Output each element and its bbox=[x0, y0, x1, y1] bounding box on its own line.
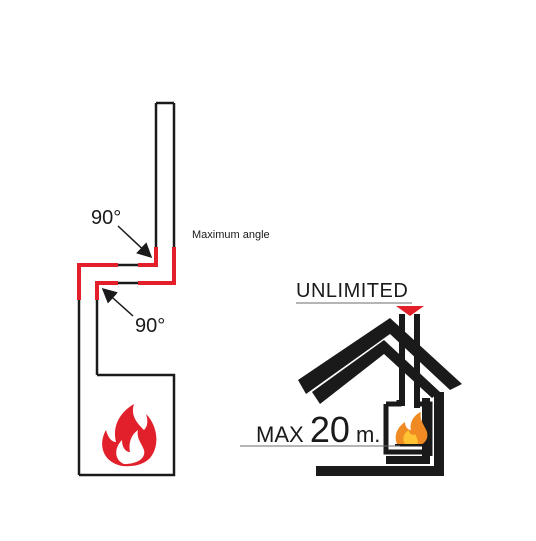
inner-stove bbox=[383, 400, 433, 456]
max-prefix: MAX bbox=[256, 422, 304, 447]
chimney-cap bbox=[396, 306, 424, 316]
angle-label-bottom: 90° bbox=[135, 315, 166, 337]
wall-outer bbox=[434, 392, 444, 476]
elbow-bottom bbox=[77, 263, 118, 300]
roof-outer bbox=[298, 318, 462, 394]
chimney-wall-right bbox=[414, 314, 420, 408]
elbow-bottom-inner bbox=[95, 281, 118, 300]
upper-pipe bbox=[154, 101, 176, 283]
chimney-pipe bbox=[383, 306, 433, 456]
max-unit: m. bbox=[355, 422, 381, 447]
flame-icon bbox=[395, 412, 429, 447]
angle-label-top: 90° bbox=[91, 207, 122, 229]
max-value: 20 bbox=[309, 409, 350, 450]
arrow-icon bbox=[101, 287, 134, 317]
lower-pipe bbox=[77, 265, 99, 475]
stove-body bbox=[79, 373, 176, 477]
max-angle-label: Maximum angle bbox=[192, 229, 270, 241]
floor-inner bbox=[386, 456, 430, 464]
arrow-icon bbox=[117, 225, 153, 259]
elbow-top-right bbox=[138, 247, 176, 285]
house-icon bbox=[298, 318, 462, 476]
chimney-wall-left bbox=[399, 314, 405, 406]
floor-outer bbox=[316, 466, 444, 476]
max-length-label: MAX 20 m. bbox=[256, 412, 380, 448]
unlimited-label: UNLIMITED bbox=[296, 280, 409, 302]
elbow-highlights bbox=[77, 247, 176, 300]
elbow-top bbox=[138, 247, 158, 267]
offset-pipe bbox=[79, 263, 174, 285]
flame-icon bbox=[102, 404, 157, 467]
